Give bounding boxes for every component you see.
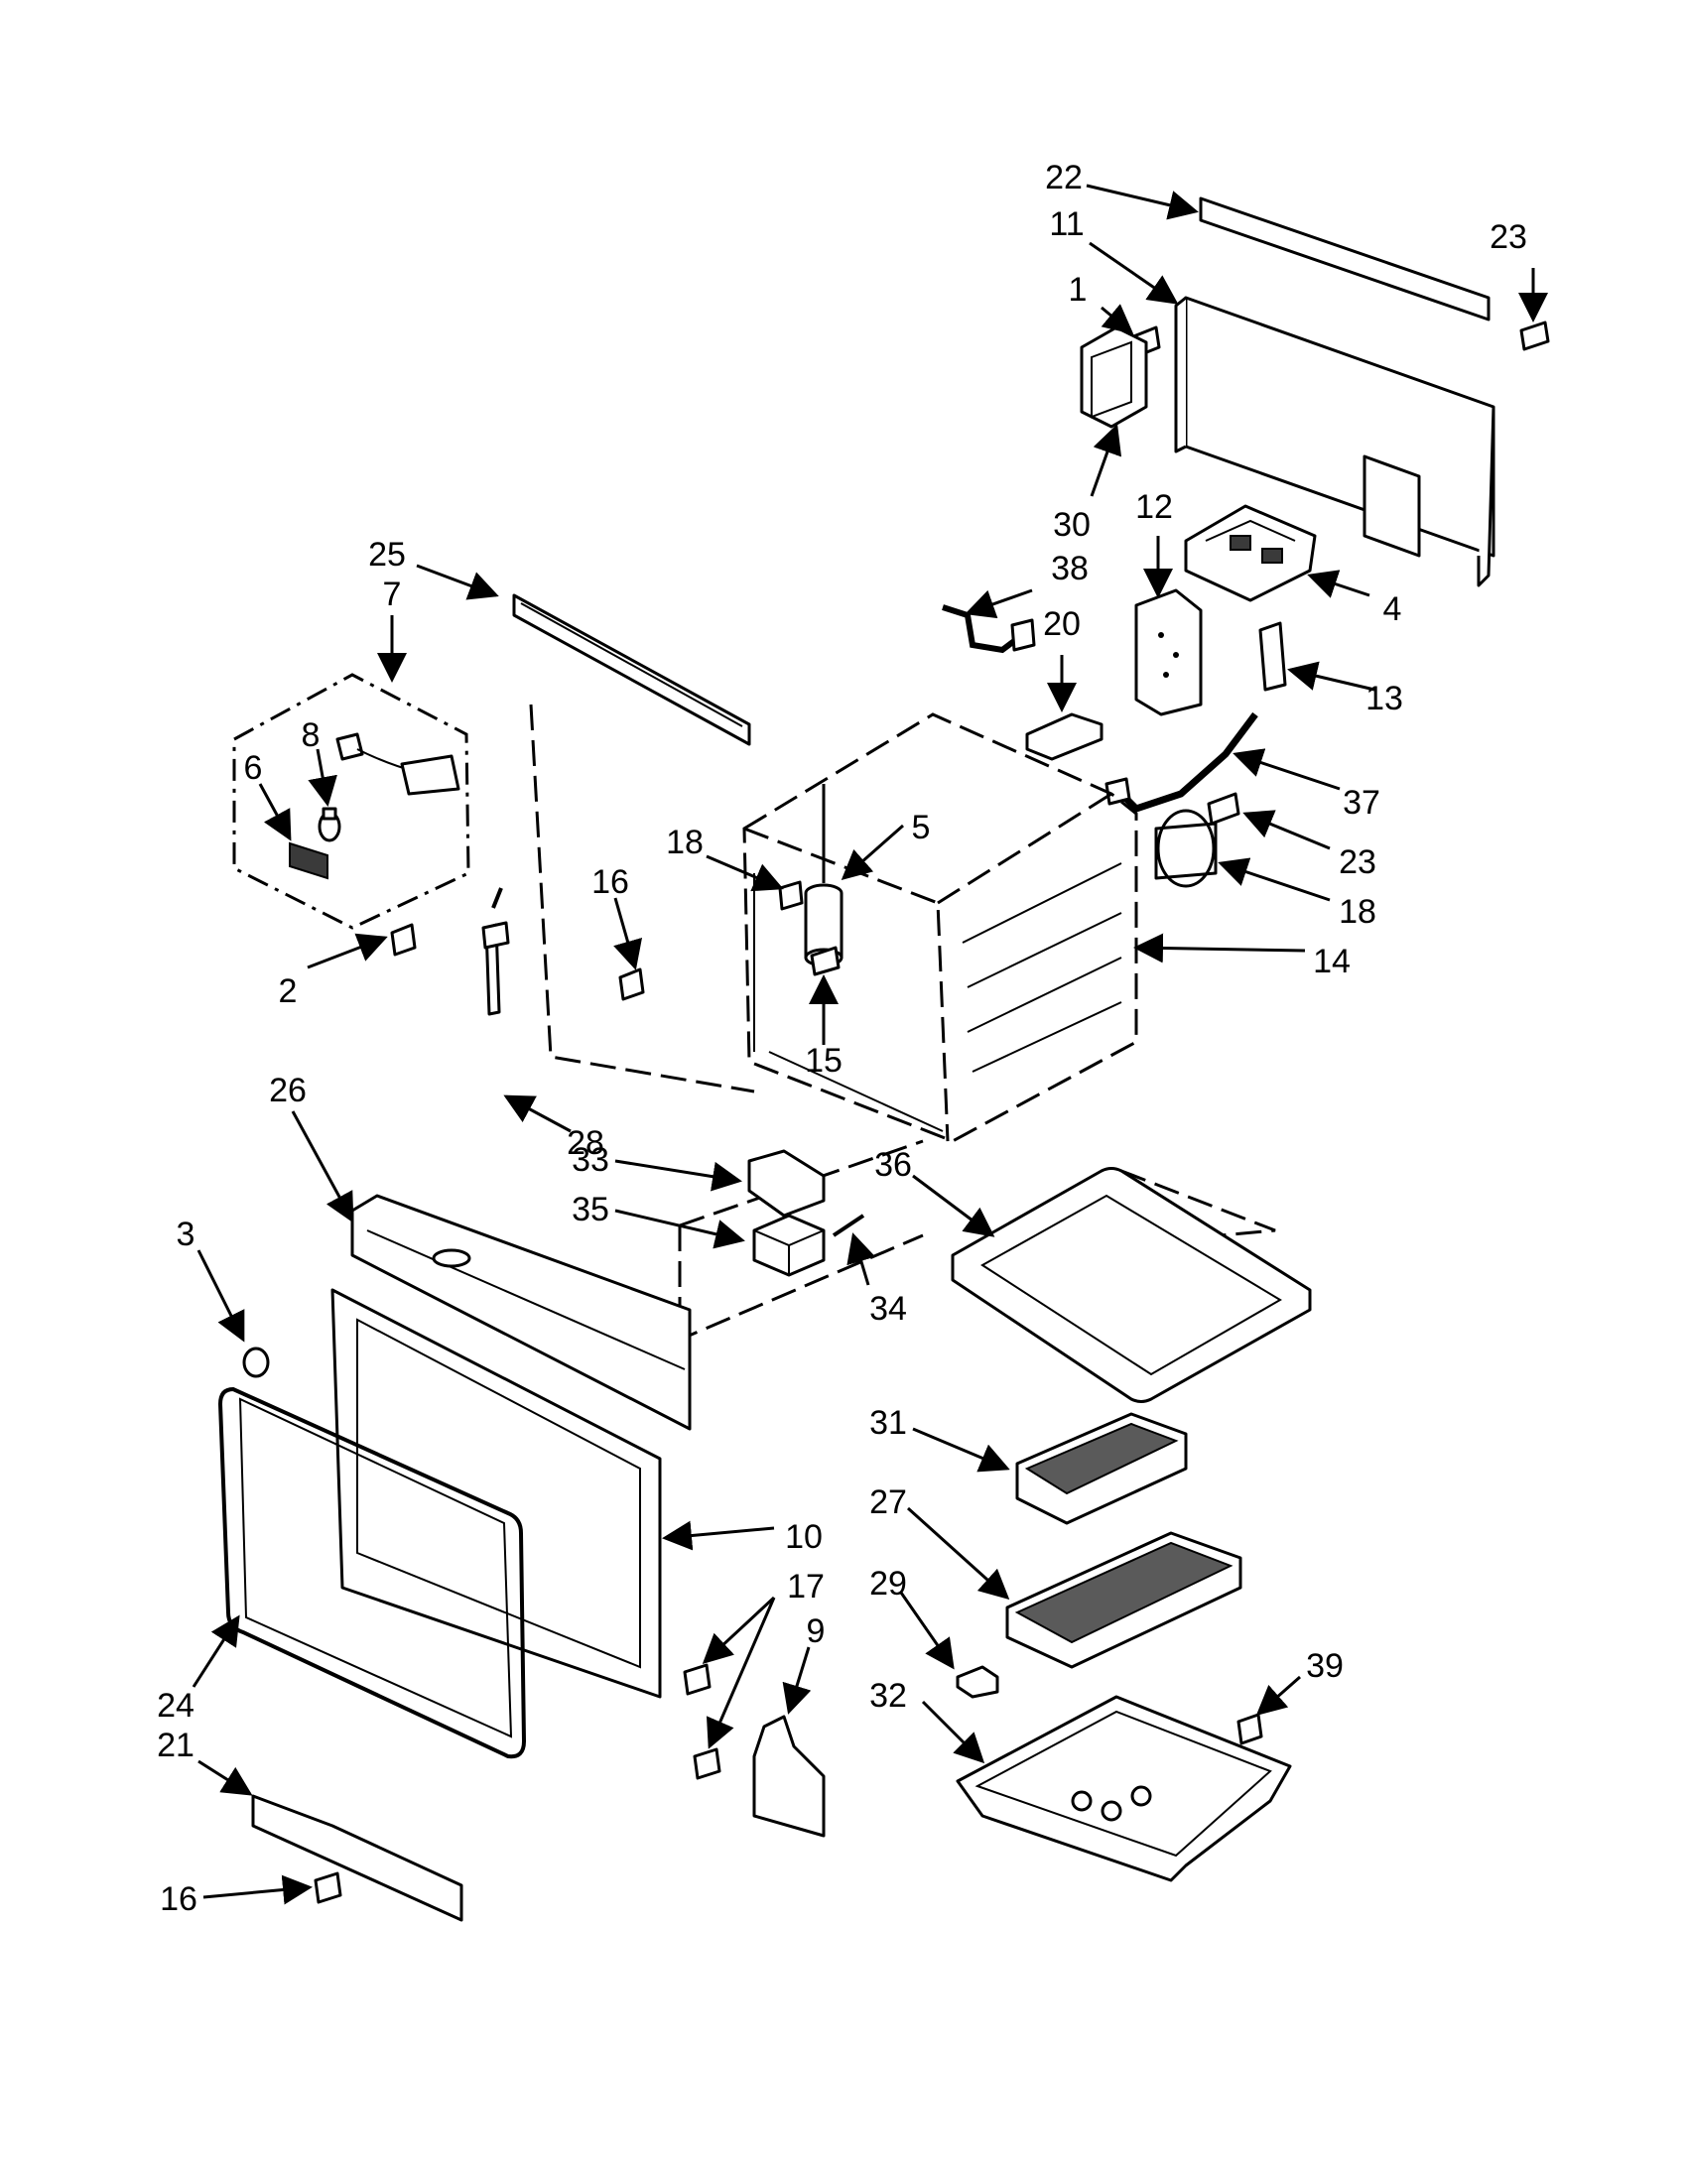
part-7-light-assembly [232, 673, 470, 930]
callout-33: 33 [572, 1141, 609, 1179]
callout-19: 18 [1339, 893, 1376, 931]
part-8-bulb [318, 807, 341, 842]
callout-3: 3 [177, 1216, 195, 1253]
part-28-sensor-probe [481, 887, 510, 1016]
callout-2: 2 [279, 972, 298, 1010]
part-39-screw [1236, 1713, 1263, 1745]
callout-9: 9 [807, 1612, 826, 1650]
part-18-screw [778, 880, 804, 911]
part-10-door-frame [330, 1288, 662, 1699]
callout-24: 24 [157, 1687, 195, 1725]
part-34-pin [832, 1214, 865, 1237]
callout-31: 31 [869, 1404, 907, 1442]
part-15-bracket [810, 946, 841, 976]
part-19-thermostat [1154, 809, 1218, 888]
callout-22: 22 [1045, 159, 1083, 196]
callout-36: 36 [874, 1146, 912, 1184]
callout-labels: 22 11 23 1 30 12 38 4 20 13 37 23 18 14 … [157, 159, 1527, 1918]
part-27-bake-burner [1005, 1531, 1242, 1669]
callout-38: 38 [1051, 550, 1089, 587]
part-23-screw-mid [1207, 792, 1240, 826]
callout-4: 4 [1383, 590, 1402, 628]
callout-30: 30 [1053, 506, 1091, 544]
part-22-trim-strip [1199, 196, 1491, 321]
callout-23-mid: 23 [1339, 843, 1376, 881]
callout-7: 7 [383, 576, 402, 613]
part-35-block [752, 1214, 826, 1277]
callout-35: 35 [572, 1191, 609, 1228]
part-30-bracket [1080, 325, 1148, 429]
part-29-bracket [956, 1665, 999, 1699]
callout-29: 29 [869, 1565, 907, 1603]
callout-16-upper: 16 [591, 863, 629, 901]
part-23-screw-top [1519, 321, 1550, 351]
callout-26: 26 [269, 1072, 307, 1109]
part-3-knob [242, 1347, 270, 1378]
part-13-bracket [1258, 621, 1287, 692]
callout-17: 17 [787, 1568, 825, 1606]
callout-27: 27 [869, 1483, 907, 1521]
part-6-lens [289, 841, 328, 880]
callout-15: 15 [805, 1042, 843, 1080]
part-21-bottom-trim [251, 1794, 463, 1922]
callout-10: 10 [785, 1518, 823, 1556]
part-16-screw-upper [618, 967, 645, 1001]
callout-23-top: 23 [1490, 218, 1527, 256]
callout-28: 28 [567, 1124, 604, 1162]
part-38-tube [942, 604, 1036, 654]
part-24-door-gasket [217, 1386, 527, 1759]
callout-25: 25 [368, 536, 406, 574]
part-2-screw [390, 923, 417, 957]
part-31-broil-burner [1015, 1412, 1188, 1525]
callout-37: 37 [1343, 784, 1380, 822]
callout-16-lower: 16 [160, 1880, 197, 1918]
part-11-control-panel [1174, 296, 1495, 587]
part-32-burner-pan [956, 1695, 1292, 1882]
part-17-screw-a [683, 1663, 712, 1696]
callout-39: 39 [1306, 1647, 1344, 1685]
part-16-screw-lower [314, 1871, 342, 1904]
callout-12: 12 [1135, 488, 1173, 526]
callout-1: 1 [1069, 271, 1088, 309]
callout-6: 6 [244, 749, 263, 787]
callout-11: 11 [1049, 205, 1084, 243]
part-14-oven-cavity [742, 712, 1138, 1143]
part-25-rail [512, 593, 751, 746]
callout-34: 34 [869, 1290, 907, 1328]
leader-lines [192, 184, 1548, 1905]
part-36-tray [951, 1167, 1312, 1403]
callout-13: 13 [1365, 680, 1403, 717]
callout-14: 14 [1313, 943, 1351, 980]
part-33-box [747, 1149, 826, 1218]
callout-32: 32 [869, 1677, 907, 1715]
part-17-screw-b [693, 1747, 721, 1780]
callout-8: 8 [302, 716, 321, 754]
callout-21: 21 [157, 1727, 195, 1764]
part-20-bracket [1025, 712, 1104, 761]
part-26-top-frame [350, 1194, 692, 1431]
callout-20: 20 [1043, 605, 1081, 643]
callout-5: 5 [912, 809, 931, 846]
part-12-plate [1134, 588, 1203, 716]
part-4-control-board [1184, 504, 1317, 602]
callout-18: 18 [666, 824, 704, 861]
part-9-hinge-bracket [752, 1715, 826, 1838]
